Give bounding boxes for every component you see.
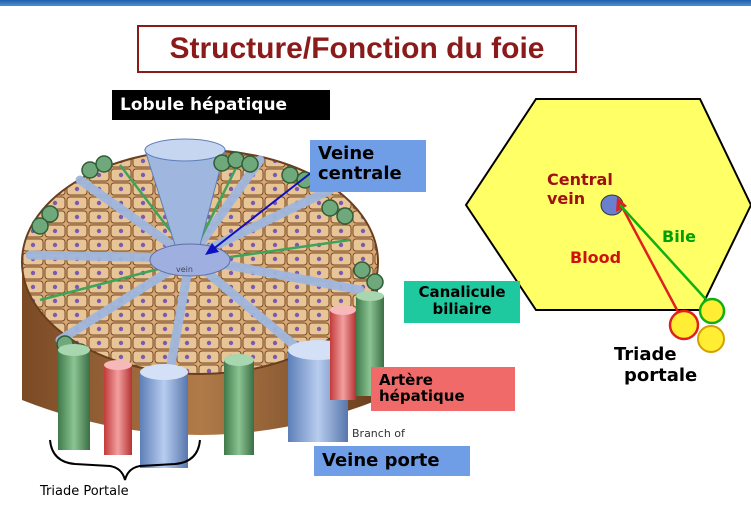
veine-centrale-line1: Veine [318, 143, 375, 164]
central-vein-label: Central vein [547, 170, 613, 208]
bile-flow-arrow [619, 204, 713, 307]
veine-porte-label: Veine porte [314, 446, 470, 476]
central-vein-small-label: vein [176, 265, 193, 274]
artere-line2: hépatique [379, 387, 465, 405]
triade-brace [49, 439, 201, 481]
triade-portale-right-label: Triade portale [614, 344, 697, 386]
canalicule-line1: Canalicule [418, 283, 506, 301]
central-vein-line2: vein [547, 189, 586, 208]
branch-of-label: Branch of [352, 427, 405, 440]
page-title: Structure/Fonction du foie [169, 32, 545, 65]
portal-triad-cylinders [58, 291, 384, 468]
artere-hepatique-label: Artère hépatique [371, 367, 515, 411]
blood-flow-arrow [618, 202, 686, 324]
triade-right-line1: Triade [614, 344, 677, 365]
bile-label: Bile [662, 227, 697, 246]
triad-bile-duct-circle [698, 297, 726, 325]
rim-cell-clusters [31, 151, 384, 361]
blood-flow-arrowhead [616, 197, 627, 212]
central-vein-line1: Central [547, 170, 613, 189]
veine-centrale-label: Veine centrale [310, 140, 426, 192]
veine-centrale-arrow [211, 171, 313, 251]
triad-artery-circle [668, 309, 700, 341]
triad-vein-circle [697, 325, 725, 353]
veine-centrale-arrowhead [205, 243, 219, 255]
artere-line1: Artère [379, 371, 433, 389]
page-title-box: Structure/Fonction du foie [137, 25, 577, 73]
triade-right-line2: portale [624, 365, 698, 386]
top-accent-bar [0, 0, 751, 6]
canalicule-line2: biliaire [432, 300, 492, 318]
veine-centrale-line2: centrale [318, 163, 402, 184]
lobule-label: Lobule hépatique [112, 90, 330, 120]
blood-label: Blood [570, 248, 622, 267]
canalicule-biliaire-label: Canalicule biliaire [404, 281, 520, 323]
triade-portale-label: Triade Portale [40, 484, 129, 499]
central-vein-top [144, 138, 226, 162]
